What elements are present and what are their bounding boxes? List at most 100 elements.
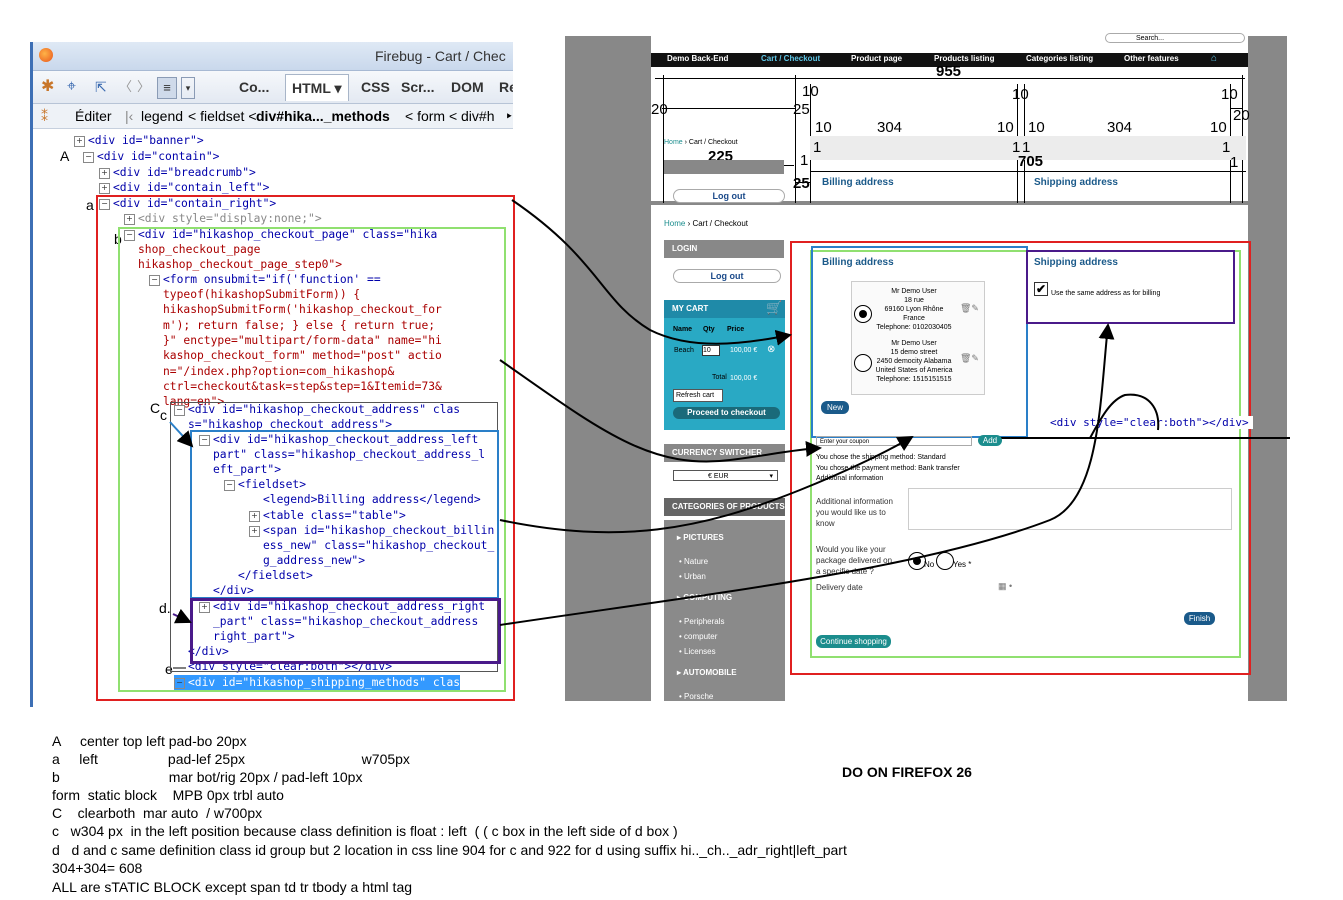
breadcrumb-fieldset[interactable]: < fieldset < xyxy=(188,108,257,124)
additional-textarea[interactable] xyxy=(908,488,1232,530)
html-tree-line[interactable]: </fieldset> xyxy=(238,568,313,583)
remove-icon[interactable]: ⊗ xyxy=(767,344,776,355)
firebug-bug-icon[interactable]: ✱ xyxy=(41,78,55,95)
html-tree-line[interactable]: +<div style="display:none;"> xyxy=(124,211,322,226)
html-tree-line[interactable]: part" class="hikashop_checkout_address_l xyxy=(213,447,485,462)
html-tree-line[interactable]: +<div id="breadcrumb"> xyxy=(99,165,256,180)
html-tree-line[interactable]: −<div id="hikashop_checkout_page" class=… xyxy=(124,227,437,242)
expand-icon[interactable]: + xyxy=(99,167,110,179)
collapse-icon[interactable]: − xyxy=(174,404,185,416)
cursor-icon[interactable]: ⇱ xyxy=(95,79,107,95)
menu-icon[interactable]: ≡ xyxy=(157,77,177,99)
nav-item-1[interactable]: Cart / Checkout xyxy=(761,54,821,63)
html-tree-line[interactable]: m'); return false; } else { return true; xyxy=(163,318,435,333)
collapse-icon[interactable]: − xyxy=(99,198,110,210)
breadcrumb-current[interactable]: div#hika..._methods xyxy=(256,108,390,124)
html-tree-line[interactable]: hikashopSubmitForm('hikashop_checkout_fo… xyxy=(163,302,442,317)
html-tree-line[interactable]: n="/index.php?option=com_hikashop& xyxy=(163,364,394,379)
tab-script[interactable]: Scr... xyxy=(401,79,435,95)
search-input[interactable]: Search... xyxy=(1105,33,1245,43)
category-item-porsche[interactable]: • Porsche xyxy=(679,692,714,701)
html-tree-line[interactable]: right_part"> xyxy=(213,629,295,644)
html-tree-line[interactable]: +<div id="banner"> xyxy=(74,133,204,148)
category-item-computer[interactable]: • computer xyxy=(679,632,718,641)
top-breadcrumb-home[interactable]: Home xyxy=(664,139,683,146)
nav-item-0[interactable]: Demo Back-End xyxy=(667,54,729,63)
expand-icon[interactable]: + xyxy=(74,135,85,147)
tab-html[interactable]: HTML ▾ xyxy=(285,74,349,101)
edit-button[interactable]: Éditer xyxy=(75,108,112,124)
nav-item-3[interactable]: Products listing xyxy=(934,54,995,63)
html-tree-line[interactable]: ctrl=checkout&task=step&step=1&Itemid=73… xyxy=(163,379,442,394)
breadcrumb-form[interactable]: < form < div#h xyxy=(405,108,495,124)
expand-icon[interactable]: + xyxy=(249,525,260,537)
delivery-yes-radio[interactable] xyxy=(936,552,954,570)
dropdown-arrow-icon[interactable]: ▾ xyxy=(181,77,195,99)
cart-qty-input[interactable] xyxy=(702,345,720,356)
category-item-nature[interactable]: • Nature xyxy=(679,557,709,566)
html-tree-line[interactable]: −<form onsubmit="if('function' == xyxy=(149,272,381,287)
collapse-icon[interactable]: − xyxy=(174,677,185,689)
category-item-licenses[interactable]: • Licenses xyxy=(679,647,716,656)
html-tree-line[interactable]: −<div id="contain"> xyxy=(83,149,219,164)
html-tree-line[interactable]: −<div id="hikashop_checkout_address_left xyxy=(199,432,478,447)
calendar-icon[interactable]: ▦ • xyxy=(998,581,1013,591)
tab-dom[interactable]: DOM xyxy=(451,79,484,95)
expand-icon[interactable]: + xyxy=(249,510,260,522)
category-item-peripherals[interactable]: • Peripherals xyxy=(679,617,725,626)
html-tree-line[interactable]: −<div id="hikashop_shipping_methods" cla… xyxy=(174,675,461,691)
continue-shopping-button[interactable]: Continue shopping xyxy=(816,635,891,648)
expand-icon[interactable]: + xyxy=(124,213,135,225)
back-icon[interactable]: 〈 xyxy=(119,79,133,94)
html-tree-line[interactable]: shop_checkout_page xyxy=(138,242,260,257)
html-tree-line[interactable]: ess_new" class="hikashop_checkout_ xyxy=(263,538,494,553)
breadcrumb-home[interactable]: Home xyxy=(664,219,686,228)
breadcrumb-more[interactable]: ‣ xyxy=(505,108,513,124)
html-tree-line[interactable]: −<div id="hikashop_checkout_address" cla… xyxy=(174,402,460,417)
html-tree-line[interactable]: </div> xyxy=(188,644,229,659)
home-icon[interactable]: ⌂ xyxy=(1211,53,1218,64)
log-out-button[interactable]: Log out xyxy=(673,269,781,283)
html-tree-line[interactable]: +<div id="hikashop_checkout_address_righ… xyxy=(199,599,485,614)
html-tree-line[interactable]: }" enctype="multipart/form-data" name="h… xyxy=(163,333,442,348)
html-tree-line[interactable]: −<fieldset> xyxy=(224,477,306,492)
breadcrumb-legend[interactable]: legend xyxy=(141,108,184,124)
html-tree-line[interactable]: <legend>Billing address</legend> xyxy=(263,492,481,507)
category-automobile[interactable]: ▸ AUTOMOBILE xyxy=(677,668,737,677)
top-log-out-button[interactable]: Log out xyxy=(673,189,785,203)
html-tree-line[interactable]: typeof(hikashopSubmitForm)) { xyxy=(163,287,360,302)
html-tree-line[interactable]: </div> xyxy=(213,583,254,598)
html-tree-line[interactable]: −<div id="contain_right"> xyxy=(99,196,276,211)
collapse-icon[interactable]: − xyxy=(83,151,94,163)
collapse-icon[interactable]: − xyxy=(224,479,235,491)
html-tree-line[interactable]: hikashop_checkout_page_step0"> xyxy=(138,257,342,272)
currency-select[interactable]: € EUR▾ xyxy=(673,470,778,481)
address2-radio[interactable] xyxy=(854,354,872,372)
nav-item-5[interactable]: Other features xyxy=(1124,54,1179,63)
same-address-checkbox[interactable]: ✔ xyxy=(1034,282,1048,296)
html-tree-line[interactable]: g_address_new"> xyxy=(263,553,365,568)
collapse-icon[interactable]: − xyxy=(199,434,210,446)
html-tree-line[interactable]: +<span id="hikashop_checkout_billin xyxy=(249,523,494,538)
collapse-icon[interactable]: − xyxy=(124,229,135,241)
tab-net[interactable]: Re xyxy=(499,79,513,95)
nav-item-2[interactable]: Product page xyxy=(851,54,903,63)
html-tree-line[interactable]: +<div id="contain_left"> xyxy=(99,180,269,195)
forward-icon[interactable]: 〉 xyxy=(137,79,151,94)
html-tree-line[interactable]: _part" class="hikashop_checkout_address xyxy=(213,614,478,629)
collapse-icon[interactable]: − xyxy=(149,274,160,286)
category-item-urban[interactable]: • Urban xyxy=(679,572,706,581)
tab-css[interactable]: CSS xyxy=(361,79,390,95)
category-computing[interactable]: ▸ COMPUTING xyxy=(677,593,733,602)
tab-console[interactable]: Co... xyxy=(239,79,270,95)
new-address-button[interactable]: New xyxy=(821,401,849,414)
finish-button[interactable]: Finish xyxy=(1184,612,1215,625)
proceed-to-checkout-button[interactable]: Proceed to checkout xyxy=(673,407,780,419)
nav-item-4[interactable]: Categories listing xyxy=(1026,54,1094,63)
cart-item-name[interactable]: Beach xyxy=(674,347,694,354)
html-tree-line[interactable]: s="hikashop_checkout_address"> xyxy=(188,417,392,432)
expand-icon[interactable]: + xyxy=(199,601,210,613)
expand-icon[interactable]: + xyxy=(99,182,110,194)
edit-address1-icon[interactable]: 🗑✎ xyxy=(960,303,979,313)
coupon-add-button[interactable]: Add xyxy=(978,435,1002,446)
